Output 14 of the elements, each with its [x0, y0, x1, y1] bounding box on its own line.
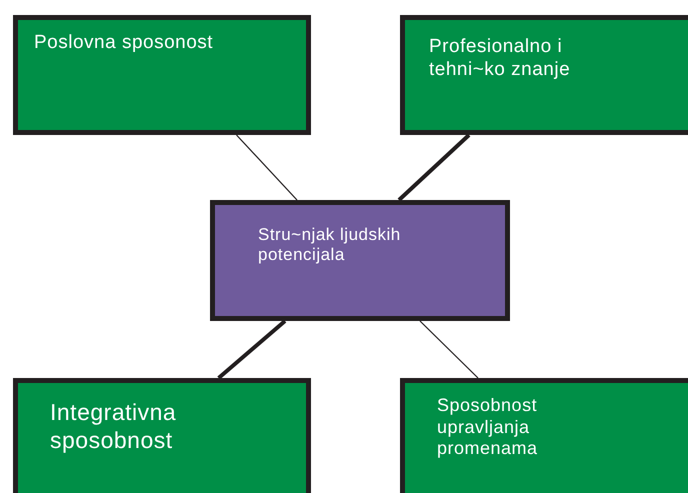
- process-box: [210, 200, 510, 321]
- process-box: [13, 15, 311, 135]
- process-box: [400, 15, 688, 135]
- process-box: [13, 378, 311, 493]
- box-label: Sposobnost upravljanja promenama: [437, 395, 539, 460]
- box-label: Stru~njak ljudskih potencijala: [258, 225, 402, 266]
- connector-line: [236, 134, 298, 200]
- box-label: Poslovna sposonost: [34, 32, 214, 55]
- box-label: Profesionalno i tehni~ko znanje: [429, 36, 572, 82]
- connector-line: [217, 319, 286, 380]
- connector-line: [398, 134, 470, 202]
- connector-line: [420, 320, 478, 378]
- box-label: Integrativna sposobnost: [50, 399, 178, 454]
- process-box: [400, 378, 688, 493]
